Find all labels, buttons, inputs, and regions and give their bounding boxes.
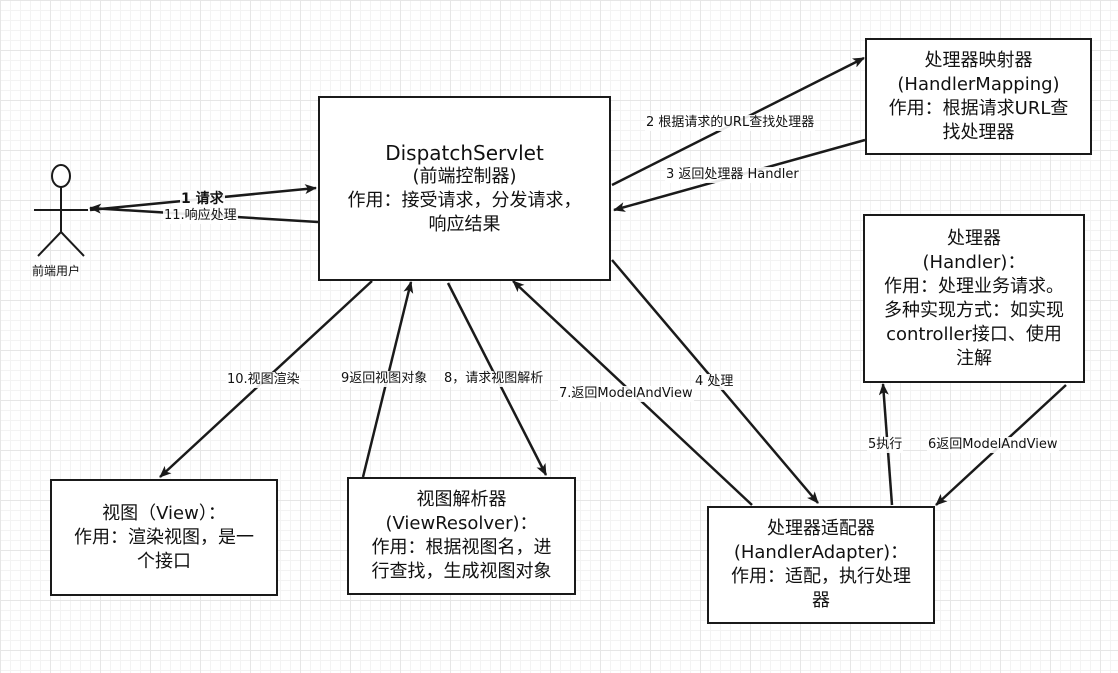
edge-label-response: 11.响应处理 [163,208,238,224]
edge-label-request: 1 请求 [180,191,225,207]
dispatcher-servlet-node[interactable]: DispatchServlet (前端控制器) 作用：接受请求，分发请求， 响应… [318,96,611,281]
view-resolver-line1: 作用：根据视图名，进 [371,537,552,558]
handler-node[interactable]: 处理器 (Handler)： 作用：处理业务请求。 多种实现方式：如实现 con… [863,214,1085,383]
actor-label: 前端用户 [32,264,81,278]
handler-adapter-node[interactable]: 处理器适配器 (HandlerAdapter)： 作用：适配，执行处理 器 [707,506,935,624]
view-resolver-subtitle: (ViewResolver)： [385,513,538,534]
handler-mapping-subtitle: (HandlerMapping) [897,73,1060,95]
edge-label-return-mav-7: 7.返回ModelAndView [558,386,694,402]
edge-label-handle: 4 处理 [694,374,735,390]
view-resolver-node[interactable]: 视图解析器 (ViewResolver)： 作用：根据视图名，进 行查找，生成视… [347,477,576,595]
handler-adapter-subtitle: (HandlerAdapter)： [733,542,909,563]
view-resolver-line2: 行查找，生成视图对象 [371,561,552,582]
handler-mapping-node[interactable]: 处理器映射器 (HandlerMapping) 作用：根据请求URL查 找处理器 [865,38,1092,155]
edge-label-return-mav-6: 6返回ModelAndView [927,437,1059,453]
handler-mapping-title: 处理器映射器 [924,49,1033,71]
edge-label-find-handler: 2 根据请求的URL查找处理器 [645,115,816,131]
handler-mapping-line2: 找处理器 [942,121,1015,143]
dispatcher-line1: 作用：接受请求，分发请求， [347,189,582,211]
edge-label-view-resolve: 8，请求视图解析 [443,371,545,387]
handler-line1: 作用：处理业务请求。 [884,275,1064,297]
view-node[interactable]: 视图（View）： 作用：渲染视图，是一 个接口 [50,479,278,596]
view-resolver-title: 视图解析器 [416,489,507,510]
handler-adapter-title: 处理器适配器 [767,518,875,539]
dispatcher-title: DispatchServlet [385,140,544,165]
handler-line3: controller接口、使用 [886,323,1062,345]
handler-line4: 注解 [956,347,992,369]
actor-figure [34,164,88,257]
edge-label-return-view: 9返回视图对象 [340,371,429,387]
view-title: 视图（View）： [102,502,226,524]
handler-line2: 多种实现方式：如实现 [884,299,1064,321]
edge-label-render: 10.视图渲染 [226,372,301,388]
handler-title: 处理器 [947,227,1001,249]
handler-adapter-line2: 器 [812,590,830,611]
handler-adapter-line1: 作用：适配，执行处理 [731,566,911,587]
view-line1: 作用：渲染视图，是一 [74,526,254,548]
edge-label-execute: 5执行 [867,437,904,453]
edge-label-return-handler: 3 返回处理器 Handler [665,167,800,183]
handler-mapping-line1: 作用：根据请求URL查 [888,97,1069,119]
dispatcher-subtitle: (前端控制器) [412,165,517,187]
view-line2: 个接口 [137,550,191,572]
dispatcher-line2: 响应结果 [428,213,501,235]
handler-subtitle: (Handler)： [922,251,1026,273]
